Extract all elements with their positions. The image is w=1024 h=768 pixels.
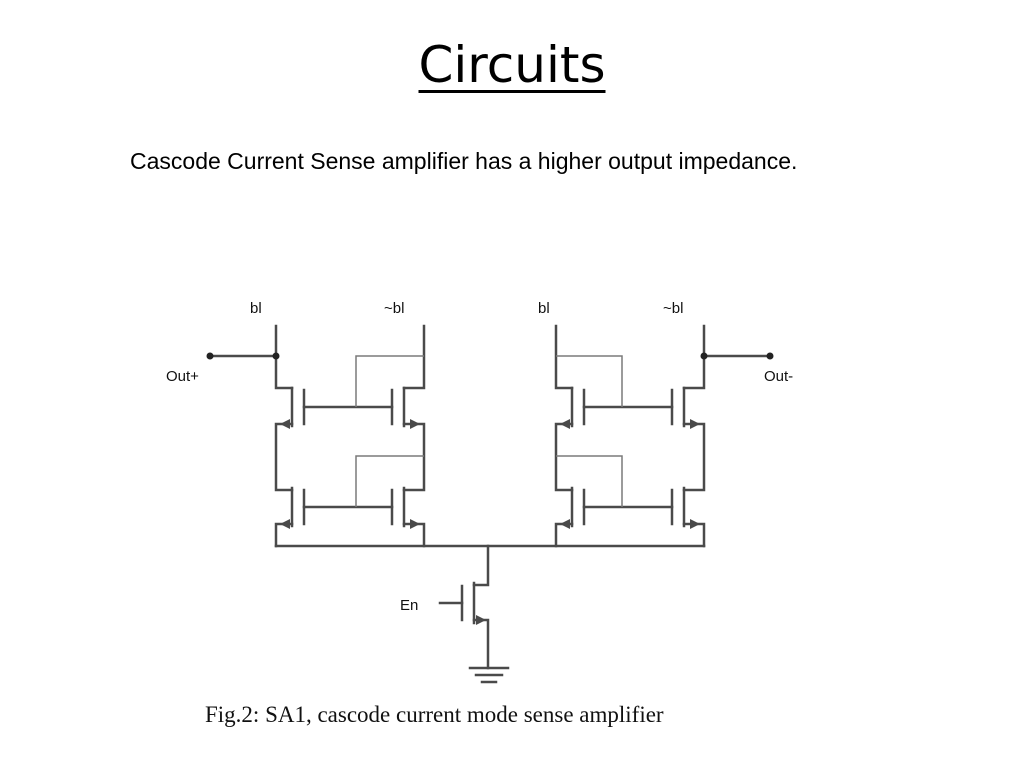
- schematic-wires: [208, 324, 772, 684]
- figure-caption: Fig.2: SA1, cascode current mode sense a…: [205, 702, 664, 727]
- label-blbar-left: ~bl: [384, 300, 404, 317]
- label-out-plus: Out+: [166, 368, 199, 385]
- label-blbar-right: ~bl: [663, 300, 683, 317]
- slide-title: Circuits: [0, 30, 1024, 100]
- label-out-minus: Out-: [764, 368, 793, 385]
- label-bl-right: bl: [538, 300, 550, 317]
- slide-title-text: Circuits: [418, 36, 606, 94]
- label-enable: En: [400, 597, 418, 614]
- label-bl-left: bl: [250, 300, 262, 317]
- body-text: Cascode Current Sense amplifier has a hi…: [130, 148, 798, 174]
- junction-dots: [206, 352, 774, 360]
- source-arrows: [280, 419, 700, 625]
- cross-coupling-wires: [355, 355, 623, 507]
